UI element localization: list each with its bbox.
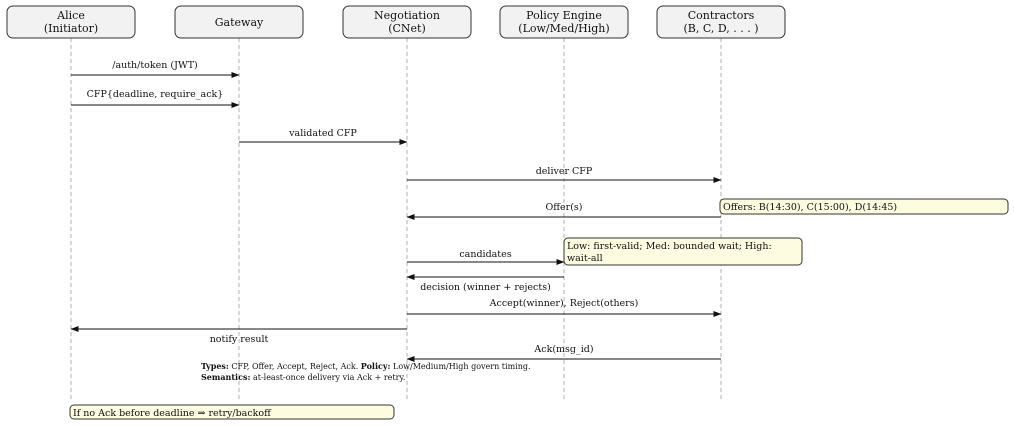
participant-name: Alice [56,9,85,22]
note-text: If no Ack before deadline ⇒ retry/backof… [73,408,272,419]
message-9: notify result [70,326,407,345]
participant-subtitle: (Low/Med/High) [518,22,609,35]
participant-alice: Alice(Initiator) [6,5,136,39]
message-10: Ack(msg_id) [406,344,721,362]
note-box [719,198,1009,215]
note-retry: If no Ack before deadline ⇒ retry/backof… [69,404,395,420]
message-label: Offer(s) [546,202,583,213]
participant-box [499,5,629,39]
note-box [69,404,395,420]
legend-types-label: Types: [201,361,229,371]
note-box [563,237,803,266]
participant-name: Contractors [688,9,755,22]
message-1: /auth/token (JWT) [71,60,240,78]
participant-name: Gateway [215,16,264,29]
participant-name: Policy Engine [526,9,602,22]
message-8: Accept(winner), Reject(others) [407,298,722,317]
participant-name: Negotiation [374,9,440,22]
message-7: decision (winner + rejects) [406,274,564,293]
message-label: validated CFP [288,128,357,139]
message-label: decision (winner + rejects) [420,282,551,293]
message-label: /auth/token (JWT) [112,60,198,71]
participant-subtitle: (B, C, D, . . . ) [683,22,758,35]
participant-box [656,5,786,39]
message-label: Ack(msg_id) [533,344,593,355]
participant-negotiation: Negotiation(CNet) [342,5,472,39]
legend: Types: CFP, Offer, Accept, Reject, Ack. … [201,361,531,383]
message-6: candidates [407,249,565,265]
participant-subtitle: (CNet) [388,22,426,35]
message-3: validated CFP [239,128,408,145]
note-text: Offers: B(14:30), C(15:00), D(14:45) [723,202,897,213]
participant-subtitle: (Initiator) [44,22,98,35]
message-label: candidates [459,249,511,260]
legend-policy-text: Low/Medium/High govern timing. [393,362,531,371]
legend-semantics-text: at-least-once delivery via Ack + retry. [252,373,406,382]
message-label: CFP{deadline, require_ack} [87,89,224,100]
participant-box [174,5,304,39]
legend-line-2: Semantics: at-least-once delivery via Ac… [201,372,531,383]
legend-policy-label: Policy: [360,361,391,371]
legend-semantics-label: Semantics: [201,372,251,382]
participant-contractors: Contractors(B, C, D, . . . ) [656,5,786,39]
legend-line-1: Types: CFP, Offer, Accept, Reject, Ack. … [201,361,531,372]
message-label: notify result [210,334,269,345]
message-label: Accept(winner), Reject(others) [489,298,639,309]
message-4: deliver CFP [407,166,722,183]
participant-box [342,5,472,39]
note-offers: Offers: B(14:30), C(15:00), D(14:45) [719,198,1009,215]
note-text: wait-all [567,253,603,264]
message-5: Offer(s) [406,202,721,220]
message-label: deliver CFP [536,166,593,177]
participant-box [6,5,136,39]
legend-types-text: CFP, Offer, Accept, Reject, Ack. [231,362,359,371]
note-policy: Low: first-valid; Med: bounded wait; Hig… [563,237,803,266]
note-text: Low: first-valid; Med: bounded wait; Hig… [567,241,772,252]
participant-gateway: Gateway [174,5,304,39]
message-2: CFP{deadline, require_ack} [71,89,240,108]
participant-policy: Policy Engine(Low/Med/High) [499,5,629,39]
